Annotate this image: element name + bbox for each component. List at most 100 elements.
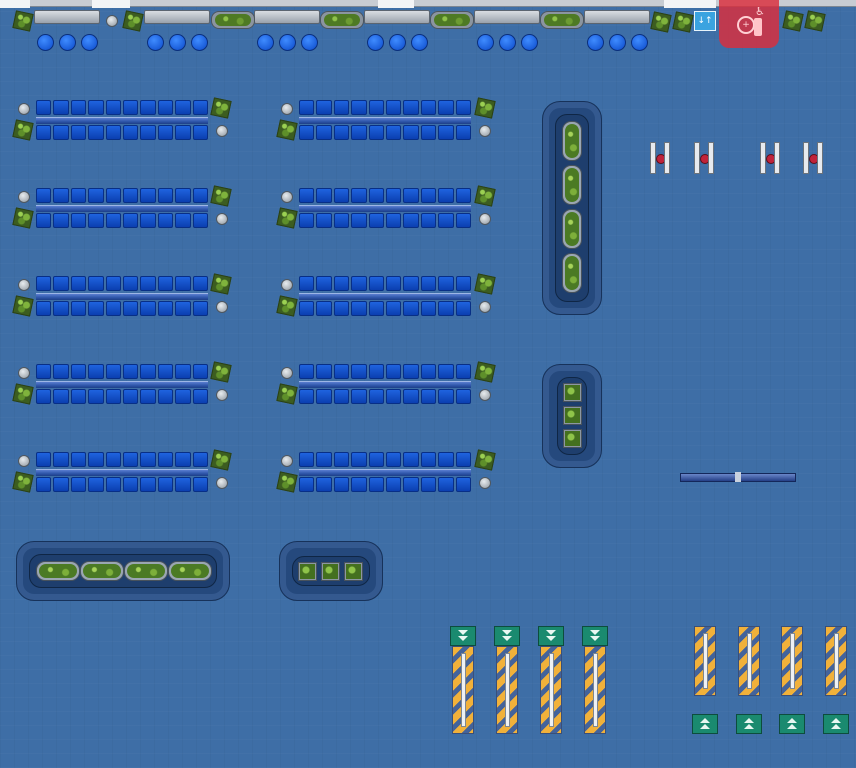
up-arrow-icon[interactable] <box>692 714 718 734</box>
seat[interactable] <box>438 276 454 291</box>
seat[interactable] <box>175 452 191 467</box>
seat[interactable] <box>175 389 191 404</box>
seat[interactable] <box>157 100 174 115</box>
seat[interactable] <box>455 301 472 316</box>
seat[interactable] <box>420 301 437 316</box>
seat[interactable] <box>351 452 367 467</box>
seat[interactable] <box>333 125 350 140</box>
seat[interactable] <box>70 389 87 404</box>
seat[interactable] <box>192 276 209 291</box>
round-seat[interactable] <box>81 34 98 51</box>
seat[interactable] <box>175 188 191 203</box>
seat[interactable] <box>53 452 69 467</box>
seat[interactable] <box>368 389 385 404</box>
seat[interactable] <box>88 364 104 379</box>
seat[interactable] <box>299 100 315 115</box>
seat[interactable] <box>386 477 402 492</box>
seat[interactable] <box>70 125 87 140</box>
seat[interactable] <box>420 364 437 379</box>
down-arrow-icon[interactable] <box>450 626 476 646</box>
seat[interactable] <box>105 213 122 228</box>
seat[interactable] <box>36 301 52 316</box>
seat[interactable] <box>53 301 69 316</box>
seat[interactable] <box>438 364 454 379</box>
round-seat[interactable] <box>191 34 208 51</box>
seat[interactable] <box>157 213 174 228</box>
down-arrow-icon[interactable] <box>582 626 608 646</box>
seat[interactable] <box>36 100 52 115</box>
seat[interactable] <box>403 100 419 115</box>
seat[interactable] <box>351 477 367 492</box>
seat[interactable] <box>123 389 139 404</box>
seat[interactable] <box>123 301 139 316</box>
seat[interactable] <box>140 125 156 140</box>
seat[interactable] <box>455 389 472 404</box>
seat[interactable] <box>140 301 156 316</box>
round-seat[interactable] <box>631 34 648 51</box>
up-arrow-icon[interactable] <box>823 714 849 734</box>
hazard-lane[interactable] <box>694 626 716 696</box>
up-arrow-icon[interactable] <box>736 714 762 734</box>
turnstile[interactable] <box>760 142 780 174</box>
seat[interactable] <box>333 389 350 404</box>
hazard-lane[interactable] <box>496 646 518 734</box>
round-seat[interactable] <box>257 34 274 51</box>
seat[interactable] <box>88 100 104 115</box>
seat[interactable] <box>53 477 69 492</box>
seat[interactable] <box>420 100 437 115</box>
seat[interactable] <box>123 213 139 228</box>
seat[interactable] <box>36 389 52 404</box>
seat[interactable] <box>192 188 209 203</box>
seat[interactable] <box>157 276 174 291</box>
seat[interactable] <box>333 188 350 203</box>
round-seat[interactable] <box>499 34 516 51</box>
seat[interactable] <box>140 213 156 228</box>
round-seat[interactable] <box>609 34 626 51</box>
round-seat[interactable] <box>389 34 406 51</box>
seat[interactable] <box>316 100 332 115</box>
seat[interactable] <box>140 276 156 291</box>
seat[interactable] <box>368 452 385 467</box>
seat[interactable] <box>70 100 87 115</box>
seat[interactable] <box>157 364 174 379</box>
seat[interactable] <box>140 364 156 379</box>
seat[interactable] <box>299 477 315 492</box>
seat[interactable] <box>368 125 385 140</box>
seat[interactable] <box>333 364 350 379</box>
seat[interactable] <box>386 125 402 140</box>
seat[interactable] <box>438 125 454 140</box>
hazard-lane[interactable] <box>825 626 847 696</box>
seat[interactable] <box>88 125 104 140</box>
seat[interactable] <box>420 477 437 492</box>
seat[interactable] <box>403 188 419 203</box>
seat[interactable] <box>36 125 52 140</box>
seat[interactable] <box>403 276 419 291</box>
round-seat[interactable] <box>169 34 186 51</box>
seat[interactable] <box>333 276 350 291</box>
hazard-lane[interactable] <box>584 646 606 734</box>
seat[interactable] <box>368 100 385 115</box>
seat[interactable] <box>333 477 350 492</box>
seat[interactable] <box>53 213 69 228</box>
seat[interactable] <box>316 477 332 492</box>
seat[interactable] <box>316 276 332 291</box>
hazard-lane[interactable] <box>738 626 760 696</box>
seat[interactable] <box>420 213 437 228</box>
seat[interactable] <box>368 213 385 228</box>
hazard-lane[interactable] <box>540 646 562 734</box>
seat[interactable] <box>299 125 315 140</box>
seat[interactable] <box>192 213 209 228</box>
seat[interactable] <box>386 301 402 316</box>
seat[interactable] <box>420 125 437 140</box>
seat[interactable] <box>123 188 139 203</box>
round-seat[interactable] <box>279 34 296 51</box>
seat[interactable] <box>403 125 419 140</box>
seat[interactable] <box>88 389 104 404</box>
seat[interactable] <box>316 452 332 467</box>
seat[interactable] <box>351 188 367 203</box>
seat[interactable] <box>36 188 52 203</box>
seat[interactable] <box>175 276 191 291</box>
seat[interactable] <box>157 125 174 140</box>
seat[interactable] <box>70 213 87 228</box>
seat[interactable] <box>36 276 52 291</box>
